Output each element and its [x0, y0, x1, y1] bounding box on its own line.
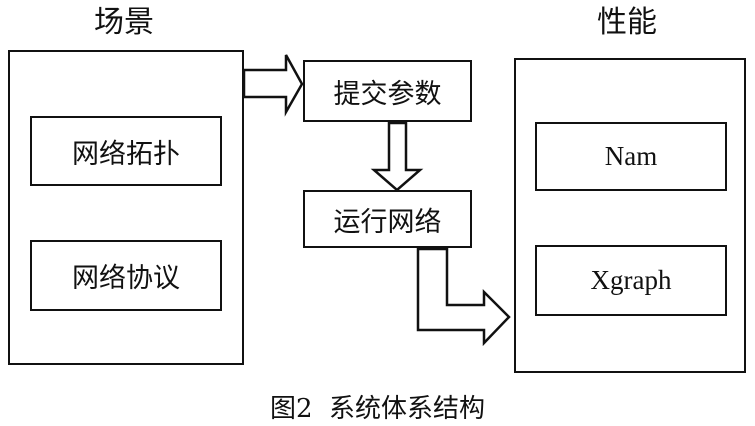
submit-params-label: 提交参数 [333, 78, 442, 110]
run-network-box: 运行网络 [303, 190, 472, 248]
run-network-label: 运行网络 [333, 206, 442, 238]
submit-params-box: 提交参数 [303, 60, 472, 122]
xgraph-label: Xgraph [590, 265, 672, 295]
arrow-run-to-performance [416, 247, 511, 347]
arrow-scene-to-submit [242, 54, 304, 117]
performance-title: 性能 [597, 5, 657, 40]
figure-caption: 图2 系统体系结构 [269, 394, 486, 424]
nam-label: Nam [604, 141, 658, 171]
arrow-submit-to-run [370, 121, 424, 192]
network-topology-box: 网络拓扑 [30, 116, 222, 186]
performance-container [514, 58, 746, 373]
network-protocol-label: 网络协议 [72, 263, 180, 294]
xgraph-box: Xgraph [535, 245, 727, 316]
network-topology-label: 网络拓扑 [72, 138, 180, 170]
scene-title: 场景 [94, 5, 154, 40]
scene-container [8, 50, 244, 365]
nam-box: Nam [535, 122, 727, 191]
network-protocol-box: 网络协议 [30, 240, 222, 311]
